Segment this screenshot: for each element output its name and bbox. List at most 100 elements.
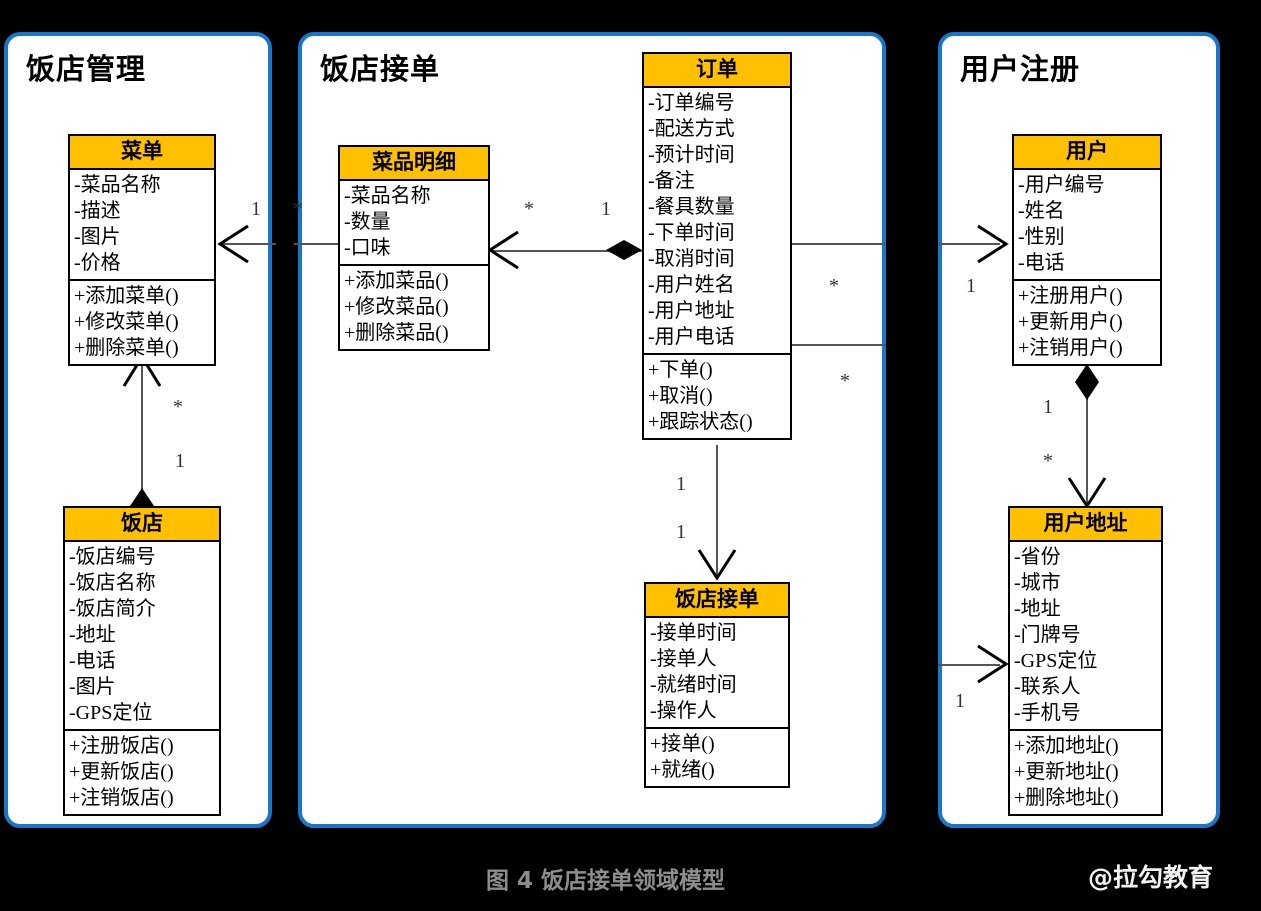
class-attribute: -描述	[74, 200, 121, 222]
class-attribute: -价格	[74, 252, 121, 274]
class-attribute: -GPS定位	[69, 702, 153, 724]
class-name-menu: 菜单	[70, 136, 214, 170]
class-attributes-order: -订单编号 -配送方式 -预计时间 -备注 -餐具数量 -下单时间 -取消时间 …	[644, 88, 790, 353]
class-methods-menu: +添加菜单() +修改菜单() +删除菜单()	[70, 279, 214, 364]
class-attribute: -接单时间	[650, 622, 737, 644]
class-box-user-address[interactable]: 用户地址 -省份 -城市 -地址 -门牌号 -GPS定位 -联系人 -手机号 +…	[1008, 506, 1163, 816]
class-attribute: -预计时间	[648, 144, 735, 166]
class-attributes-user: -用户编号 -姓名 -性别 -电话	[1014, 170, 1160, 279]
class-attribute: -下单时间	[648, 222, 735, 244]
multiplicity-order-accept-one-top: 1	[676, 473, 686, 495]
multiplicity-order-accept-one-bottom: 1	[676, 521, 686, 543]
panel-title-restaurant-order-accept: 饭店接单	[320, 52, 441, 86]
class-method: +下单()	[648, 359, 713, 381]
class-attribute: -手机号	[1014, 702, 1081, 724]
class-methods-restaurant-accept: +接单() +就绪()	[646, 727, 788, 786]
class-attributes-restaurant-accept: -接单时间 -接单人 -就绪时间 -操作人	[646, 618, 788, 727]
class-attribute: -姓名	[1018, 200, 1065, 222]
class-method: +修改菜单()	[74, 311, 179, 333]
class-attribute: -数量	[344, 211, 391, 233]
class-attribute: -订单编号	[648, 92, 735, 114]
class-attribute: -饭店编号	[69, 546, 156, 568]
class-box-order[interactable]: 订单 -订单编号 -配送方式 -预计时间 -备注 -餐具数量 -下单时间 -取消…	[642, 52, 792, 440]
multiplicity-menu-dish-one: 1	[251, 198, 261, 220]
multiplicity-order-address-star: *	[840, 370, 850, 392]
class-methods-user: +注册用户() +更新用户() +注销用户()	[1014, 279, 1160, 364]
gutter-mask-right	[890, 32, 934, 828]
connector-order-accept	[716, 445, 718, 577]
multiplicity-order-user-one: 1	[966, 275, 976, 297]
connector-user-address	[1086, 364, 1088, 504]
class-method: +添加地址()	[1014, 735, 1119, 757]
class-attribute: -电话	[69, 650, 116, 672]
multiplicity-menu-dish-star: *	[293, 198, 303, 220]
class-attribute: -操作人	[650, 700, 717, 722]
class-attribute: -GPS定位	[1014, 650, 1098, 672]
class-box-user[interactable]: 用户 -用户编号 -姓名 -性别 -电话 +注册用户() +更新用户() +注销…	[1012, 134, 1162, 366]
class-box-restaurant-accept[interactable]: 饭店接单 -接单时间 -接单人 -就绪时间 -操作人 +接单() +就绪()	[644, 582, 790, 788]
class-method: +注册用户()	[1018, 285, 1123, 307]
class-method: +删除地址()	[1014, 787, 1119, 809]
class-method: +修改菜品()	[344, 296, 449, 318]
class-method: +删除菜单()	[74, 337, 179, 359]
multiplicity-dish-order-one: 1	[601, 198, 611, 220]
class-attribute: -性别	[1018, 226, 1065, 248]
class-attribute: -饭店简介	[69, 598, 156, 620]
class-attribute: -菜品名称	[74, 174, 161, 196]
class-attribute: -接单人	[650, 648, 717, 670]
panel-title-restaurant-management: 饭店管理	[26, 52, 147, 86]
class-method: +删除菜品()	[344, 322, 449, 344]
class-box-menu[interactable]: 菜单 -菜品名称 -描述 -图片 -价格 +添加菜单() +修改菜单() +删除…	[68, 134, 216, 366]
class-attribute: -饭店名称	[69, 572, 156, 594]
connector-order-user-right	[938, 243, 1000, 245]
class-method: +跟踪状态()	[648, 411, 753, 433]
class-methods-dish-detail: +添加菜品() +修改菜品() +删除菜品()	[340, 264, 488, 349]
class-attribute: -图片	[74, 226, 121, 248]
class-name-dish-detail: 菜品明细	[340, 147, 488, 181]
class-attribute: -地址	[69, 624, 116, 646]
class-attributes-user-address: -省份 -城市 -地址 -门牌号 -GPS定位 -联系人 -手机号	[1010, 542, 1161, 729]
class-name-user-address: 用户地址	[1010, 508, 1161, 542]
watermark: @拉勾教育	[1088, 863, 1214, 892]
class-attribute: -用户电话	[648, 326, 735, 348]
class-attribute: -取消时间	[648, 248, 735, 270]
class-methods-restaurant: +注册饭店() +更新饭店() +注销饭店()	[65, 729, 219, 814]
multiplicity-order-address-one: 1	[955, 690, 965, 712]
multiplicity-user-address-one: 1	[1043, 396, 1053, 418]
class-box-restaurant[interactable]: 饭店 -饭店编号 -饭店名称 -饭店简介 -地址 -电话 -图片 -GPS定位 …	[63, 506, 221, 816]
multiplicity-dish-order-star: *	[524, 198, 534, 220]
class-method: +注销饭店()	[69, 787, 174, 809]
multiplicity-restaurant-menu-star: *	[173, 396, 183, 418]
class-box-dish-detail[interactable]: 菜品明细 -菜品名称 -数量 -口味 +添加菜品() +修改菜品() +删除菜品…	[338, 145, 490, 351]
class-method: +就绪()	[650, 759, 715, 781]
connector-restaurant-menu	[141, 356, 143, 508]
panel-title-user-registration: 用户注册	[960, 52, 1081, 86]
class-attribute: -电话	[1018, 252, 1065, 274]
class-attribute: -用户编号	[1018, 174, 1105, 196]
class-attribute: -地址	[1014, 598, 1061, 620]
class-method: +接单()	[650, 733, 715, 755]
class-attribute: -配送方式	[648, 118, 735, 140]
connector-order-address-right	[938, 664, 1000, 666]
class-attribute: -用户姓名	[648, 274, 735, 296]
connector-order-address-left	[792, 344, 886, 346]
class-methods-order: +下单() +取消() +跟踪状态()	[644, 353, 790, 438]
class-attribute: -图片	[69, 676, 116, 698]
class-attribute: -省份	[1014, 546, 1061, 568]
multiplicity-restaurant-menu-one: 1	[175, 450, 185, 472]
class-method: +更新地址()	[1014, 761, 1119, 783]
multiplicity-user-address-star: *	[1043, 450, 1053, 472]
class-attribute: -城市	[1014, 572, 1061, 594]
connector-dishdetail-order	[492, 250, 644, 252]
class-method: +更新用户()	[1018, 311, 1123, 333]
class-methods-user-address: +添加地址() +更新地址() +删除地址()	[1010, 729, 1161, 814]
connector-order-user-left	[792, 243, 886, 245]
class-name-restaurant-accept: 饭店接单	[646, 584, 788, 618]
gutter-mask-left	[276, 32, 294, 828]
class-method: +取消()	[648, 385, 713, 407]
class-method: +注册饭店()	[69, 735, 174, 757]
figure-caption: 图 4 饭店接单领域模型	[486, 868, 726, 894]
class-attribute: -备注	[648, 170, 695, 192]
class-attributes-dish-detail: -菜品名称 -数量 -口味	[340, 181, 488, 264]
